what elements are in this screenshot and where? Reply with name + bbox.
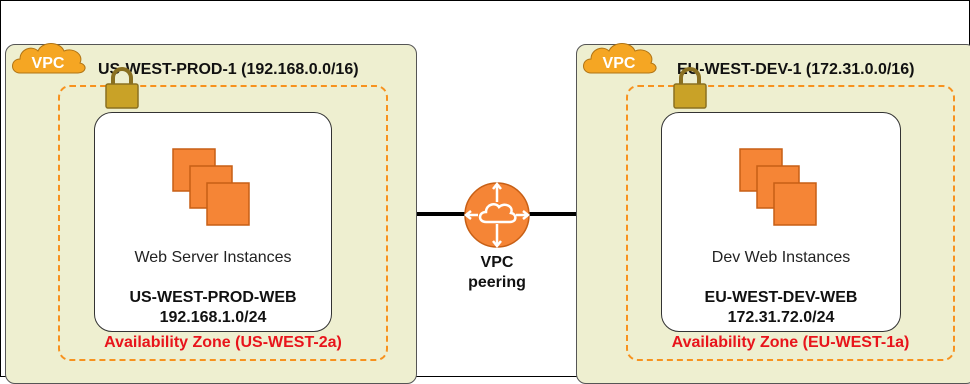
vpc-us-west-prod: VPC US-WEST-PROD-1 (192.168.0.0/16) Web … (5, 43, 417, 384)
subnet-name: EU-WEST-DEV-WEB (704, 289, 858, 306)
instances-label: Web Server Instances (134, 249, 292, 266)
lock-icon (104, 67, 140, 109)
ec2-instances-icon (738, 147, 820, 229)
vpc-badge-text: VPC (603, 55, 636, 72)
peering-label: VPC peering (437, 253, 557, 293)
peering-label-line1: VPC (480, 254, 514, 271)
subnet-name: US-WEST-PROD-WEB (129, 289, 297, 306)
vpc-badge-text: VPC (32, 55, 65, 72)
availability-zone-label: Availability Zone (US-WEST-2a) (104, 334, 342, 351)
subnet-cidr: 172.31.72.0/24 (727, 309, 835, 326)
peering-connection-line-left (417, 212, 467, 216)
vpc-cloud-icon: VPC (579, 39, 659, 75)
peering-label-line2: peering (468, 274, 526, 291)
availability-zone: Dev Web Instances EU-WEST-DEV-WEB 172.31… (626, 67, 955, 361)
availability-zone-label: Availability Zone (EU-WEST-1a) (671, 334, 910, 351)
availability-zone: Web Server Instances US-WEST-PROD-WEB 19… (58, 67, 388, 361)
instances-label: Dev Web Instances (711, 249, 851, 266)
vpc-peering-router-icon (462, 180, 532, 250)
peering-connection-line-right (528, 212, 576, 216)
subnet-cidr: 192.168.1.0/24 (159, 309, 267, 326)
vpc-eu-west-dev: VPC EU-WEST-DEV-1 (172.31.0.0/16) Dev We… (576, 43, 970, 384)
vpc-cloud-icon: VPC (8, 39, 88, 75)
subnet-box: Web Server Instances US-WEST-PROD-WEB 19… (94, 112, 332, 332)
lock-icon (672, 67, 708, 109)
vpc-title: US-WEST-PROD-1 (192.168.0.0/16) (98, 61, 359, 78)
ec2-instances-icon (171, 147, 253, 229)
subnet-box: Dev Web Instances EU-WEST-DEV-WEB 172.31… (661, 112, 901, 332)
vpc-title: EU-WEST-DEV-1 (172.31.0.0/16) (677, 61, 915, 78)
